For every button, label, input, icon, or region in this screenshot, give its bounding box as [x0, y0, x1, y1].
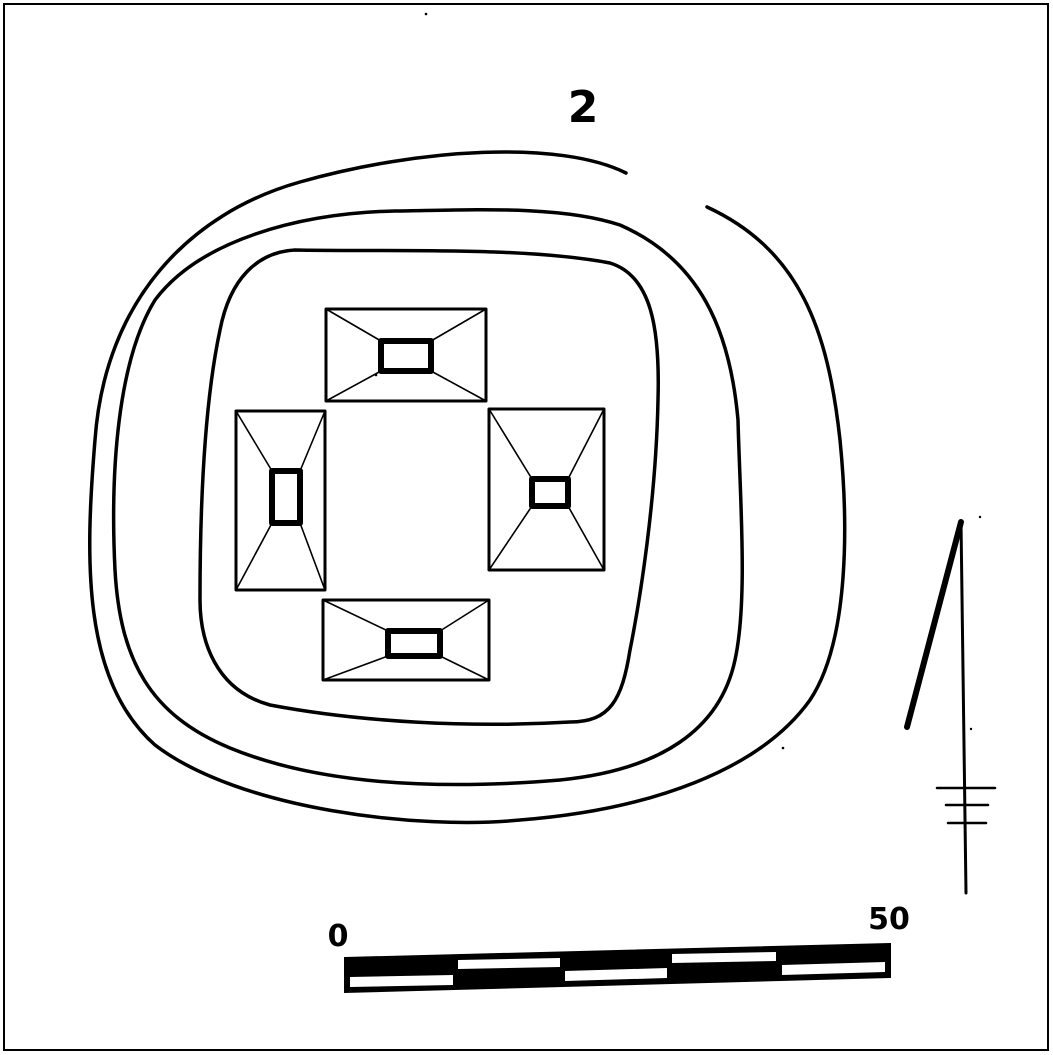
structure-east-base — [487, 407, 606, 572]
structure-south-top — [385, 628, 443, 659]
middle-contour — [111, 207, 745, 787]
contour-lines — [88, 150, 847, 825]
figure-number: 2 — [568, 82, 599, 133]
structure-north-edges — [325, 308, 487, 402]
structure-east-top — [529, 476, 571, 509]
structure-east-edges — [488, 408, 605, 571]
structure-north-top — [378, 338, 434, 374]
scale-bar: 0 50 — [328, 902, 910, 994]
scale-bar-block-3 — [782, 962, 885, 975]
scale-bar-block-4 — [458, 958, 560, 969]
scale-bar-block-1 — [350, 975, 453, 987]
structure-east — [487, 407, 606, 572]
north-arrow-icon — [904, 519, 997, 895]
outer-contour — [88, 150, 847, 825]
scale-bar-block-2 — [565, 968, 667, 981]
north-arrow-barb — [904, 519, 964, 730]
structures — [234, 307, 606, 682]
scale-bar-block-5 — [672, 952, 776, 963]
specks — [374, 12, 982, 750]
scale-end-label: 50 — [868, 902, 910, 937]
structure-west — [234, 409, 327, 592]
figure-frame — [3, 3, 1049, 1051]
structure-south-edges — [322, 599, 490, 681]
structure-west-top — [269, 468, 303, 526]
structure-south — [321, 598, 491, 682]
structure-west-base — [234, 409, 327, 592]
scale-start-label: 0 — [328, 919, 349, 954]
structure-north — [324, 307, 488, 403]
structure-south-base — [321, 598, 491, 682]
structure-north-base — [324, 307, 488, 403]
inner-contour — [198, 248, 661, 726]
structure-west-edges — [235, 410, 326, 591]
north-arrow-shaft — [959, 520, 968, 895]
